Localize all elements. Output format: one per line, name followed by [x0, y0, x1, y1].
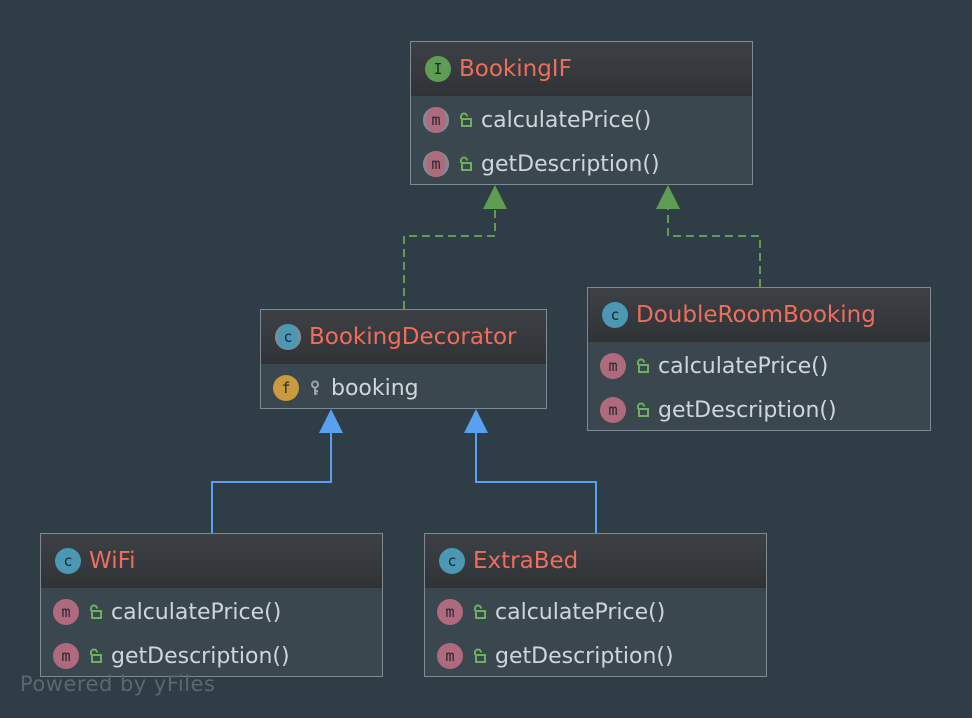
generalization-edge-wifi-to-bookingdecorator — [211, 409, 343, 533]
method-kind-icon: m — [600, 353, 626, 379]
method-row[interactable]: m getDescription() — [588, 388, 930, 432]
method-signature: calculatePrice() — [495, 599, 666, 625]
field-kind-icon: f — [273, 375, 299, 401]
watermark-text: Powered by yFiles — [20, 672, 216, 696]
class-members: m calculatePrice() m getDescription() — [425, 590, 766, 678]
interface-kind-icon: I — [425, 56, 451, 82]
class-node-doubleroombooking[interactable]: c DoubleRoomBooking m calculatePrice() m getD… — [587, 287, 931, 431]
public-lock-icon — [637, 402, 649, 417]
public-lock-icon — [90, 648, 102, 663]
class-header: c ExtraBed — [425, 534, 766, 588]
class-header: c DoubleRoomBooking — [588, 288, 930, 342]
method-kind-icon: m — [437, 599, 463, 625]
public-lock-icon — [474, 648, 486, 663]
method-row[interactable]: m getDescription() — [425, 634, 766, 678]
triangle-arrowhead-icon — [464, 409, 488, 433]
edge-line — [403, 209, 496, 309]
method-signature: getDescription() — [495, 643, 674, 669]
method-kind-icon: m — [600, 397, 626, 423]
method-row[interactable]: m getDescription() — [411, 142, 752, 186]
class-kind-icon: c — [439, 548, 465, 574]
class-name: ExtraBed — [473, 548, 579, 574]
class-name: WiFi — [89, 548, 136, 574]
class-name: BookingDecorator — [309, 324, 517, 350]
method-signature: calculatePrice() — [658, 353, 829, 379]
class-kind-icon: c — [55, 548, 81, 574]
class-members: m calculatePrice() m getDescription() — [411, 98, 752, 186]
class-members: m calculatePrice() m getDescription() — [588, 344, 930, 432]
public-lock-icon — [474, 604, 486, 619]
method-row[interactable]: m calculatePrice() — [41, 590, 382, 634]
method-row[interactable]: m calculatePrice() — [425, 590, 766, 634]
method-kind-icon: m — [437, 643, 463, 669]
method-signature: calculatePrice() — [111, 599, 282, 625]
public-lock-icon — [460, 156, 472, 171]
edge-line — [667, 209, 761, 287]
method-kind-icon: m — [423, 107, 449, 133]
class-node-bookingif[interactable]: I BookingIF m calculatePrice() m getDescripti… — [410, 41, 753, 185]
triangle-arrowhead-icon — [483, 185, 507, 209]
class-header: I BookingIF — [411, 42, 752, 96]
class-name: BookingIF — [459, 56, 572, 82]
method-signature: calculatePrice() — [481, 107, 652, 133]
field-row[interactable]: f booking — [261, 366, 546, 410]
method-row[interactable]: m calculatePrice() — [588, 344, 930, 388]
public-lock-icon — [460, 112, 472, 127]
field-name: booking — [331, 375, 419, 401]
edge-line — [475, 433, 597, 533]
abstract-class-kind-icon: c — [275, 324, 301, 350]
method-signature: getDescription() — [111, 643, 290, 669]
realization-edge-doubleroombooking-to-bookingif — [656, 185, 761, 287]
public-lock-icon — [637, 358, 649, 373]
class-node-bookingdecorator[interactable]: c BookingDecorator f booking — [260, 309, 547, 409]
class-members: f booking — [261, 366, 546, 410]
realization-edge-bookingdecorator-to-bookingif — [403, 185, 507, 309]
method-row[interactable]: m calculatePrice() — [411, 98, 752, 142]
key-icon — [311, 380, 319, 395]
method-kind-icon: m — [423, 151, 449, 177]
method-kind-icon: m — [53, 599, 79, 625]
class-header: c WiFi — [41, 534, 382, 588]
class-node-extrabed[interactable]: c ExtraBed m calculatePrice() m getDescriptio… — [424, 533, 767, 677]
method-row[interactable]: m getDescription() — [41, 634, 382, 678]
edge-line — [211, 433, 332, 533]
generalization-edge-extrabed-to-bookingdecorator — [464, 409, 597, 533]
class-kind-icon: c — [602, 302, 628, 328]
method-signature: getDescription() — [658, 397, 837, 423]
class-members: m calculatePrice() m getDescription() — [41, 590, 382, 678]
triangle-arrowhead-icon — [319, 409, 343, 433]
triangle-arrowhead-icon — [656, 185, 680, 209]
method-kind-icon: m — [53, 643, 79, 669]
class-header: c BookingDecorator — [261, 310, 546, 364]
public-lock-icon — [90, 604, 102, 619]
method-signature: getDescription() — [481, 151, 660, 177]
class-name: DoubleRoomBooking — [636, 302, 876, 328]
